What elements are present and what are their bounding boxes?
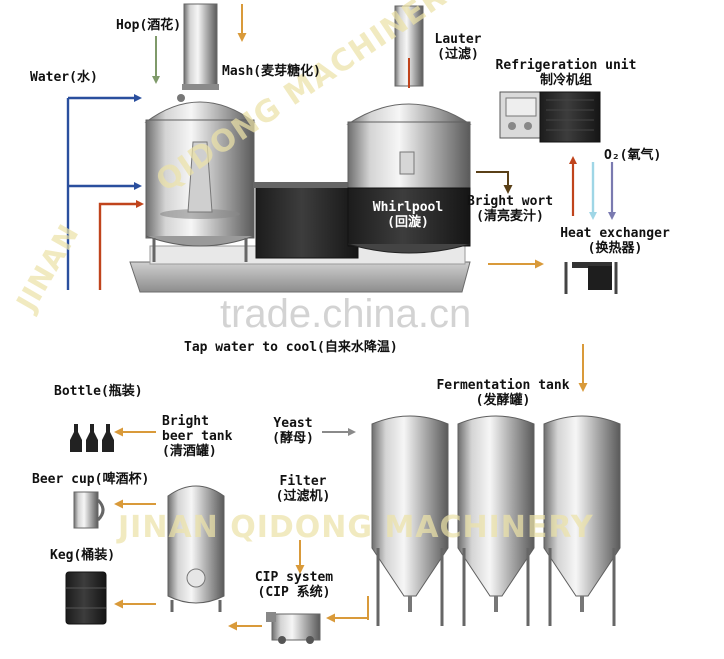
- mash-tun: [144, 3, 256, 262]
- fermentation-tank-1: [371, 415, 449, 626]
- refrigeration-label-cn: 制冷机组: [539, 73, 592, 88]
- lauter-label-cn: (过滤): [437, 47, 479, 62]
- control-box: [255, 185, 359, 259]
- brewhouse: [129, 3, 618, 294]
- bright-beer-label-2: beer tank: [162, 429, 233, 444]
- bright-wort-arrow: [476, 171, 513, 194]
- fermentation-label: Fermentation tank (发酵罐): [428, 378, 578, 408]
- fermentation-tanks: [371, 415, 621, 626]
- whirlpool-label-cn: (回漩): [387, 215, 429, 230]
- cip-label-en: CIP system: [254, 570, 334, 585]
- beer-cup: [73, 491, 105, 529]
- bottle-label: Bottle(瓶装): [54, 384, 143, 399]
- water-label: Water(水): [30, 70, 98, 85]
- bright-wort-label: Bright wort (清亮麦汁): [462, 194, 558, 224]
- heat-exchanger: [564, 262, 618, 294]
- refrigeration-unit: [499, 91, 601, 143]
- heat-exchanger-label-en: Heat exchanger: [560, 226, 670, 241]
- lauter-label-en: Lauter: [434, 32, 482, 47]
- keg: [65, 571, 107, 625]
- mash-label: Mash(麦芽糖化): [222, 64, 321, 79]
- bright-wort-label-cn: (清亮麦汁): [476, 209, 544, 224]
- yeast-label-cn: (酵母): [272, 431, 314, 446]
- bright-beer-label-1: Bright: [162, 414, 209, 429]
- filter-label-cn: (过滤机): [275, 489, 331, 504]
- whirlpool-label-en: Whirlpool: [372, 200, 444, 215]
- lauter-tun: [346, 5, 472, 254]
- cip-label-cn: (CIP 系统): [257, 585, 331, 600]
- cip-label: CIP system (CIP 系统): [248, 570, 340, 600]
- bright-beer-tank: [167, 485, 225, 612]
- keg-label: Keg(桶装): [50, 548, 116, 563]
- fermentation-label-cn: (发酵罐): [475, 393, 531, 408]
- bright-wort-label-en: Bright wort: [466, 194, 554, 209]
- refrigeration-label: Refrigeration unit 制冷机组: [486, 58, 646, 88]
- refrigeration-label-en: Refrigeration unit: [495, 58, 637, 73]
- top-arrows: [66, 4, 616, 392]
- yeast-label: Yeast (酵母): [268, 416, 318, 446]
- tap-water-label: Tap water to cool(自来水降温): [184, 340, 398, 355]
- yeast-label-en: Yeast: [273, 416, 313, 431]
- whirlpool-label: Whirlpool (回漩): [366, 200, 450, 230]
- filter-label: Filter (过滤机): [270, 474, 336, 504]
- fermentation-tank-2: [457, 415, 535, 626]
- beer-cup-label: Beer cup(啤酒杯): [32, 472, 150, 487]
- bright-beer-label: Bright beer tank (清酒罐): [162, 414, 232, 459]
- cip-unit: [266, 612, 321, 644]
- hop-label: Hop(酒花): [116, 18, 182, 33]
- oxygen-label: O₂(氧气): [604, 148, 662, 163]
- bottom-arrows: [114, 427, 369, 631]
- bottles: [70, 424, 114, 452]
- watermark-site: trade.china.cn: [220, 292, 472, 336]
- fermentation-label-en: Fermentation tank: [436, 378, 570, 393]
- filter-label-en: Filter: [279, 474, 327, 489]
- bright-beer-label-3: (清酒罐): [162, 444, 217, 459]
- lauter-label: Lauter (过滤): [426, 32, 490, 62]
- hot-water-line: [98, 200, 144, 290]
- heat-exchanger-label-cn: (换热器): [587, 241, 643, 256]
- heat-exchanger-label: Heat exchanger (换热器): [552, 226, 678, 256]
- watermark-center: JINAN QIDONG MACHINERY: [118, 510, 594, 545]
- fermentation-tank-3: [543, 415, 621, 626]
- brewhouse-platform: [129, 261, 471, 293]
